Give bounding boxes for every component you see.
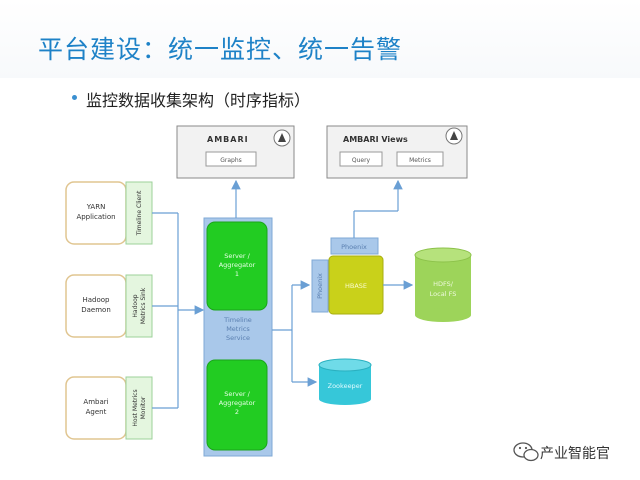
svg-text:Server /: Server / bbox=[224, 252, 250, 260]
source-yarn: YARN Application Timeline Client bbox=[65, 181, 153, 245]
sink-host-monitor-l1: Host Metrics bbox=[132, 389, 139, 426]
source-hadoop-name-l2: Daemon bbox=[81, 306, 111, 314]
ambari-box: AMBARI Graphs bbox=[176, 125, 295, 179]
svg-text:Local FS: Local FS bbox=[430, 290, 457, 298]
ambari-views-brand: AMBARI Views bbox=[343, 135, 408, 144]
title-bar bbox=[0, 0, 640, 78]
svg-text:HDFS/: HDFS/ bbox=[433, 280, 454, 288]
svg-text:2: 2 bbox=[235, 408, 239, 416]
hdfs-cylinder: HDFS/ Local FS bbox=[414, 247, 472, 322]
aggregator-2 bbox=[206, 359, 268, 451]
hbase-group: Phoenix Phoenix HBASE bbox=[311, 237, 384, 315]
views-metrics-label: Metrics bbox=[409, 157, 431, 164]
ambari-graphs-label: Graphs bbox=[220, 157, 242, 164]
source-yarn-name-l1: YARN bbox=[86, 203, 106, 211]
sink-hadoop-metrics-l1: Hadoop bbox=[132, 294, 139, 317]
svg-text:Phoenix: Phoenix bbox=[316, 273, 324, 299]
source-hadoop-name-l1: Hadoop bbox=[82, 296, 110, 304]
source-yarn-name-l2: Application bbox=[76, 213, 115, 221]
svg-text:1: 1 bbox=[235, 270, 239, 278]
svg-text:Aggregator: Aggregator bbox=[219, 261, 256, 269]
svg-text:Phoenix: Phoenix bbox=[341, 243, 367, 251]
sink-timeline-client: Timeline Client bbox=[136, 190, 143, 236]
timeline-service-l2: Metrics bbox=[226, 325, 250, 333]
views-query bbox=[339, 151, 383, 167]
source-hadoop: Hadoop Daemon Hadoop Metrics Sink bbox=[65, 274, 153, 338]
views-query-label: Query bbox=[352, 157, 371, 164]
sink-host-monitor-l2: Monitor bbox=[140, 396, 147, 419]
source-ambari-agent: Ambari Agent Host Metrics Monitor bbox=[65, 376, 153, 440]
wechat-icon bbox=[513, 442, 539, 462]
zookeeper-label: Zookeeper bbox=[328, 382, 363, 390]
hbase-label: HBASE bbox=[345, 282, 367, 290]
timeline-service-l1: Timeline bbox=[223, 316, 252, 324]
zookeeper-cylinder: Zookeeper bbox=[318, 358, 372, 405]
bullet-text: 监控数据收集架构（时序指标） bbox=[86, 91, 311, 110]
bullet-dot bbox=[72, 95, 77, 100]
sink-hadoop-metrics-l2: Metrics Sink bbox=[140, 287, 147, 324]
slide-title: 平台建设：统一监控、统一告警 bbox=[38, 35, 403, 64]
ambari-views-box: AMBARI Views Query Metrics bbox=[326, 125, 468, 179]
source-connectors bbox=[152, 212, 205, 409]
timeline-service-l3: Service bbox=[226, 334, 250, 342]
aggregator-1 bbox=[206, 221, 268, 311]
ambari-brand: AMBARI bbox=[207, 135, 249, 144]
svg-text:Server /: Server / bbox=[224, 390, 250, 398]
collector-connectors bbox=[272, 280, 318, 387]
timeline-metrics-collector: Server / Aggregator 1 Timeline Metrics S… bbox=[203, 217, 273, 457]
watermark-text: 产业智能官 bbox=[540, 446, 610, 462]
svg-text:Aggregator: Aggregator bbox=[219, 399, 256, 407]
source-agent-name-l1: Ambari bbox=[83, 398, 108, 406]
source-agent-name-l2: Agent bbox=[86, 408, 107, 416]
views-metrics bbox=[396, 151, 444, 167]
phoenix-side bbox=[311, 259, 329, 313]
hbase-to-views bbox=[353, 179, 403, 238]
ambari-graphs bbox=[205, 151, 257, 167]
